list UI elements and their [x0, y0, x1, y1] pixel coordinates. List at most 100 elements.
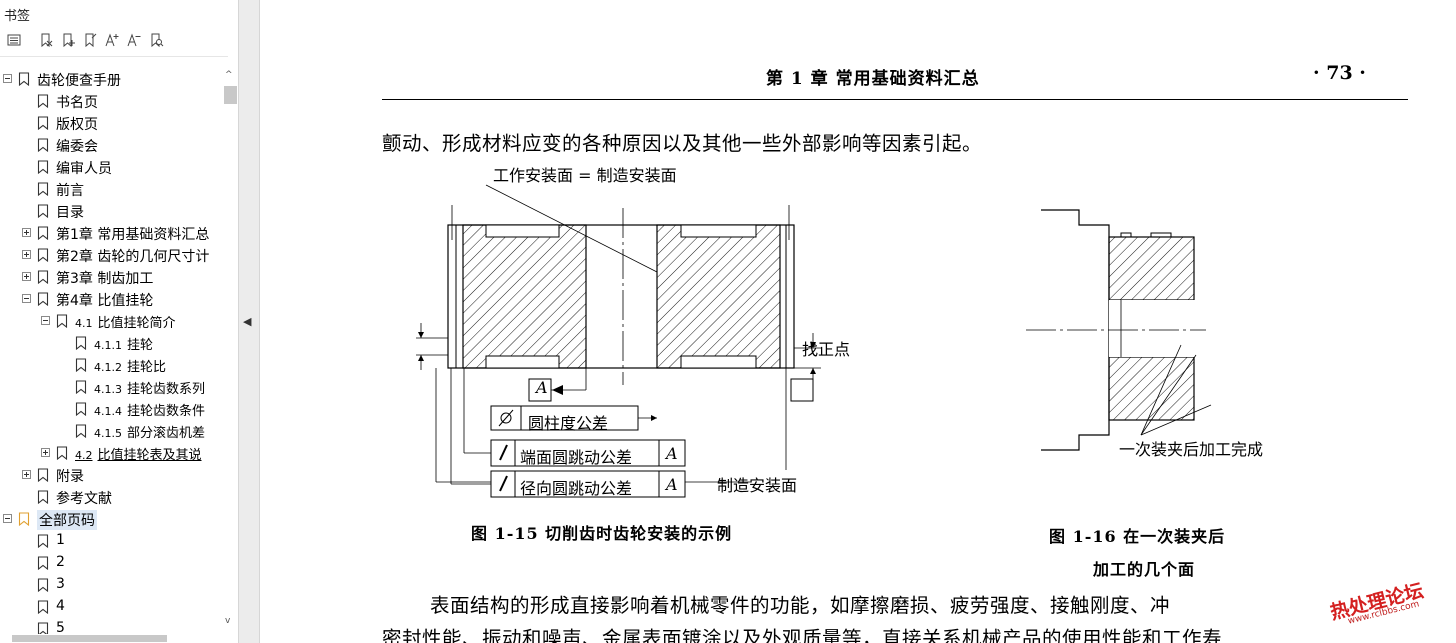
bookmark-toolbar — [3, 30, 167, 50]
bookmark-item[interactable]: 全部页码 — [0, 508, 222, 530]
bookmark-icon — [75, 358, 87, 372]
bookmark-props-icon[interactable] — [79, 30, 101, 50]
delete-bookmark-icon[interactable] — [35, 30, 57, 50]
bookmark-icon — [37, 116, 49, 130]
bookmark-icon — [37, 270, 49, 284]
bookmark-label: 编审人员 — [56, 161, 112, 177]
bookmark-item[interactable]: 第4章 比值挂轮 — [0, 288, 222, 310]
bookmark-icon — [75, 402, 87, 416]
bookmark-icon — [37, 138, 49, 152]
bookmark-item[interactable]: 齿轮便查手册 — [0, 68, 222, 90]
bookmark-icon — [37, 160, 49, 174]
bookmark-icon — [37, 578, 49, 592]
bookmark-item[interactable]: 版权页 — [0, 112, 222, 134]
bookmark-panel-title: 书签 — [4, 9, 31, 24]
bookmark-icon — [37, 490, 49, 504]
bookmark-item[interactable]: 参考文献 — [0, 486, 222, 508]
panel-collapse-handle[interactable]: ◀ — [238, 0, 260, 643]
bookmark-icon — [37, 534, 49, 548]
bookmark-label: 5 — [56, 620, 65, 634]
bookmark-item[interactable]: 书名页 — [0, 90, 222, 112]
bookmark-item[interactable]: 第3章 制齿加工 — [0, 266, 222, 288]
bookmark-label: 全部页码 — [37, 510, 97, 530]
scroll-thumb[interactable] — [224, 86, 237, 104]
bookmark-item[interactable]: 附录 — [0, 464, 222, 486]
toolbar-divider — [0, 56, 228, 57]
expand-icon[interactable] — [22, 470, 31, 479]
bookmark-horizontal-scrollbar[interactable] — [0, 632, 222, 643]
figure-1-15-drawing — [416, 184, 821, 498]
bookmark-item[interactable]: 1 — [0, 530, 222, 552]
bookmark-item[interactable]: 2 — [0, 552, 222, 574]
header-rule — [382, 99, 1408, 100]
bookmark-item[interactable]: 5 — [0, 618, 222, 634]
expand-icon[interactable] — [22, 250, 31, 259]
bookmark-item[interactable]: 前言 — [0, 178, 222, 200]
new-bookmark-icon[interactable] — [57, 30, 79, 50]
scroll-down-icon[interactable]: v — [225, 616, 231, 626]
expand-all-icon[interactable] — [3, 30, 25, 50]
bookmark-label: 3 — [56, 576, 65, 592]
fig2-caption-line2: 加工的几个面 — [1093, 560, 1196, 579]
bookmark-icon — [37, 556, 49, 570]
font-larger-icon[interactable] — [101, 30, 123, 50]
bookmark-icon — [37, 622, 49, 634]
collapse-icon[interactable] — [3, 74, 12, 83]
bookmark-label: 4 — [56, 598, 65, 614]
font-smaller-icon[interactable] — [123, 30, 145, 50]
bookmark-panel: 书签 齿轮便查手册书名页版权页编委会编审人员前言目录第1章 常用基础资料汇总第2… — [0, 0, 240, 643]
collapse-left-icon[interactable]: ◀ — [243, 315, 252, 328]
body-paragraph: 表面结构的形成直接影响着机械零件的功能，如摩擦磨损、疲劳强度、接触刚度、冲 — [430, 594, 1171, 617]
bookmark-label: 第4章 比值挂轮 — [56, 293, 154, 309]
bookmark-item[interactable]: 目录 — [0, 200, 222, 222]
bookmark-icon — [37, 204, 49, 218]
bookmark-item[interactable]: 3 — [0, 574, 222, 596]
document-page: 第 1 章 常用基础资料汇总 · 73 · 颤动、形成材料应变的各种原因以及其他… — [261, 0, 1456, 643]
bookmark-label: 1 — [56, 532, 65, 548]
expand-icon[interactable] — [41, 448, 50, 457]
scroll-up-icon[interactable]: ^ — [225, 70, 233, 80]
horizontal-scroll-thumb[interactable] — [12, 635, 167, 642]
bookmark-label: 目录 — [56, 205, 84, 221]
expand-icon[interactable] — [22, 272, 31, 281]
find-bookmark-icon[interactable] — [145, 30, 167, 50]
bookmark-label: 第2章 齿轮的几何尺寸计 — [56, 249, 210, 265]
bookmark-icon — [75, 380, 87, 394]
running-header-page-number: · 73 · — [1313, 62, 1366, 84]
bookmark-item[interactable]: 编审人员 — [0, 156, 222, 178]
bookmark-vertical-scrollbar[interactable]: ^ v — [222, 68, 238, 634]
bookmark-icon — [37, 600, 49, 614]
bookmark-item[interactable]: 第1章 常用基础资料汇总 — [0, 222, 222, 244]
bookmark-label: 版权页 — [56, 117, 98, 133]
bookmark-item[interactable]: 4 — [0, 596, 222, 618]
bookmark-icon — [37, 226, 49, 240]
bookmark-label: 书名页 — [56, 95, 98, 111]
bookmark-icon — [37, 248, 49, 262]
body-paragraph: 颤动、形成材料应变的各种原因以及其他一些外部影响等因素引起。 — [382, 132, 983, 155]
forum-watermark: 热处理论坛 www.rclbbs.com — [1325, 580, 1445, 635]
collapse-icon[interactable] — [3, 514, 12, 523]
bookmark-label: 2 — [56, 554, 65, 570]
collapse-icon[interactable] — [22, 294, 31, 303]
collapse-icon[interactable] — [41, 316, 50, 325]
bookmark-label: 前言 — [56, 183, 84, 199]
fig1-caption: 图 1-15 切削齿时齿轮安装的示例 — [471, 524, 733, 543]
bookmark-item[interactable]: 第2章 齿轮的几何尺寸计 — [0, 244, 222, 266]
bookmark-tree: 齿轮便查手册书名页版权页编委会编审人员前言目录第1章 常用基础资料汇总第2章 齿… — [0, 68, 222, 634]
bookmark-label: 第1章 常用基础资料汇总 — [56, 227, 210, 243]
bookmark-icon — [18, 512, 30, 526]
expand-icon[interactable] — [22, 228, 31, 237]
figure-1-16-drawing — [1026, 209, 1212, 451]
bookmark-item[interactable]: 编委会 — [0, 134, 222, 156]
